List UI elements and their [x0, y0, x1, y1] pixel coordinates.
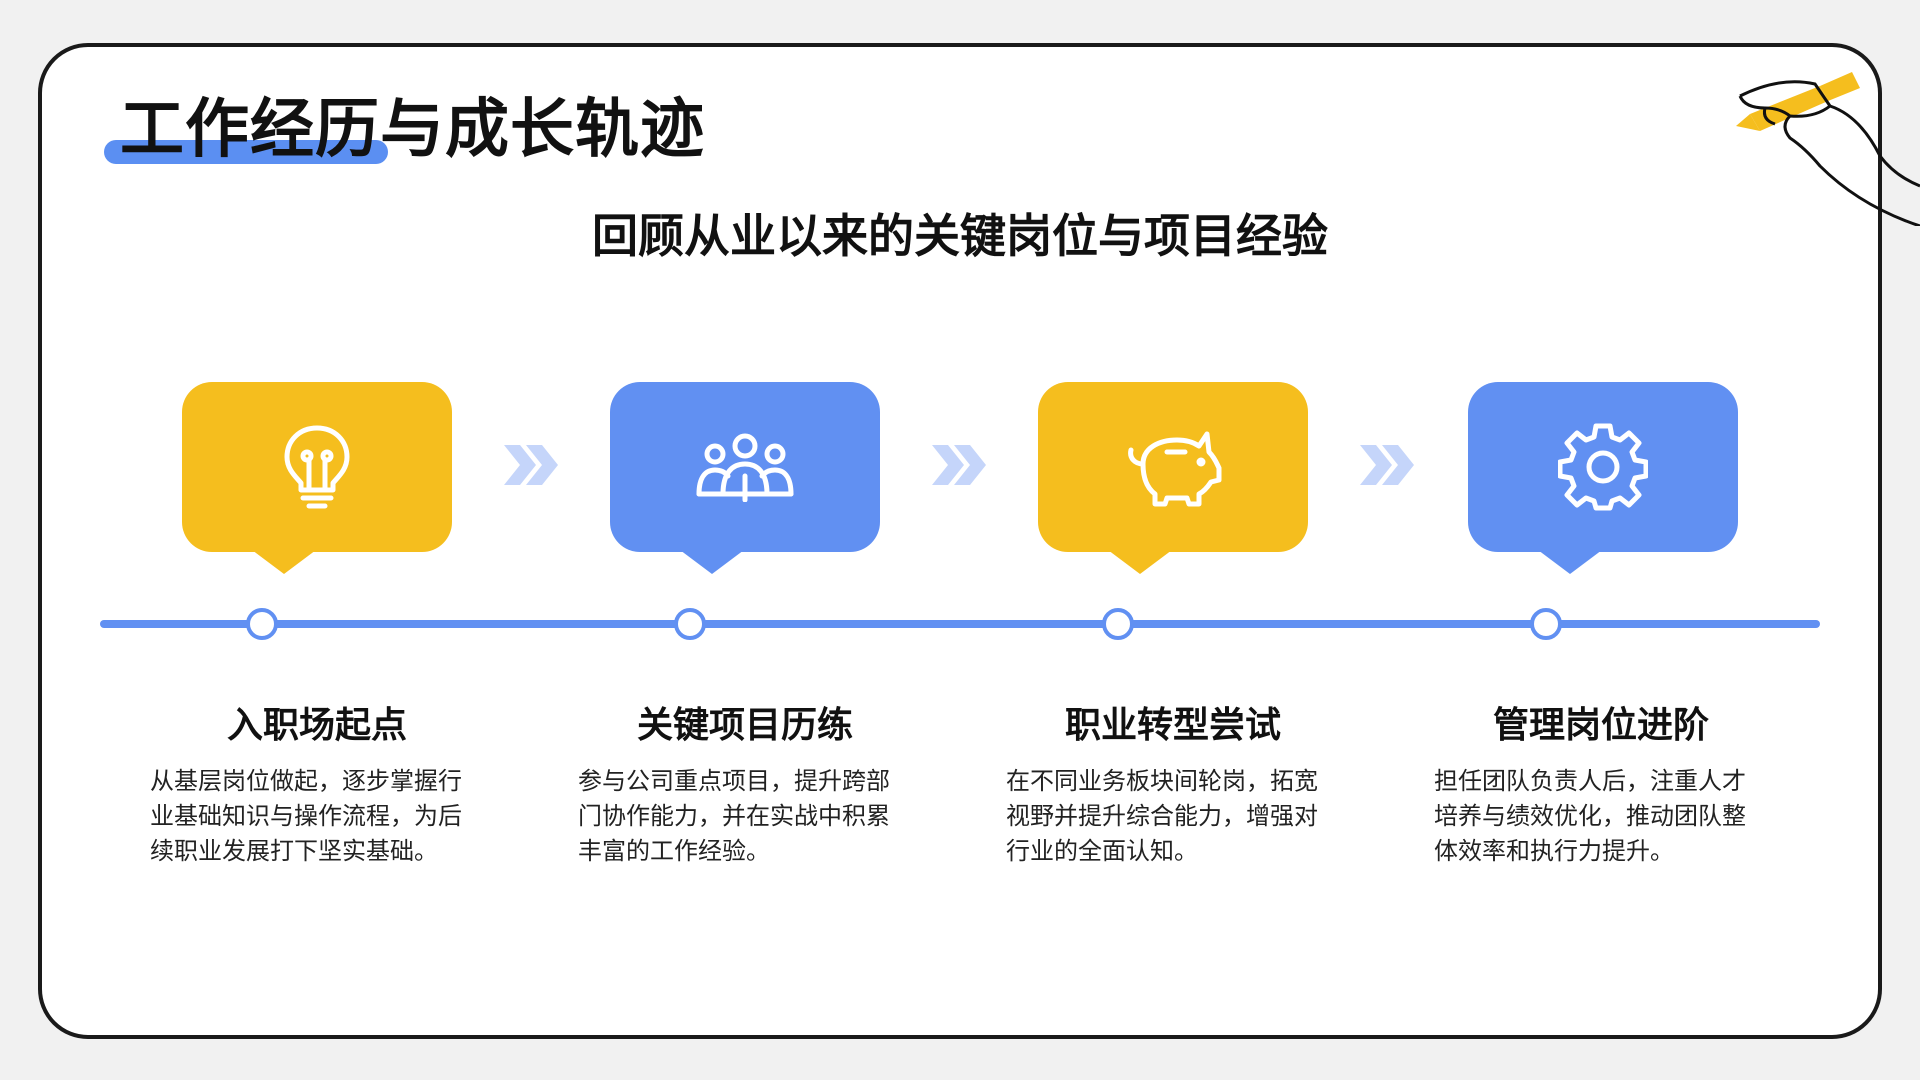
step-2-icon-card: [610, 382, 880, 574]
chevron-right-icon: [930, 445, 988, 489]
step-4-desc: 担任团队负责人后，注重人才培养与绩效优化，推动团队整体效率和执行力提升。: [1434, 767, 1746, 865]
team-icon: [696, 433, 794, 502]
step-1-desc: 从基层岗位做起，逐步掌握行业基础知识与操作流程，为后续职业发展打下坚实基础。: [150, 767, 462, 865]
lightbulb-icon: [284, 425, 350, 509]
timeline-line: [100, 620, 1820, 628]
gear-icon: [1558, 423, 1648, 511]
timeline-dot-1: [246, 608, 278, 640]
piggy-bank-icon: [1128, 431, 1222, 507]
timeline-dot-4: [1530, 608, 1562, 640]
step-1-icon-card: [182, 382, 452, 574]
timeline-dot-3: [1102, 608, 1134, 640]
timeline-dot-2: [674, 608, 706, 640]
step-2-desc: 参与公司重点项目，提升跨部门协作能力，并在实战中积累丰富的工作经验。: [578, 767, 890, 865]
title-block: 工作经历与成长轨迹: [104, 78, 704, 168]
chevron-right-icon: [502, 445, 560, 489]
step-3-title: 职业转型尝试: [1064, 705, 1281, 746]
step-4-title: 管理岗位进阶: [1492, 705, 1709, 746]
page-subtitle: 回顾从业以来的关键岗位与项目经验: [592, 209, 1328, 263]
title-underline: [104, 140, 388, 164]
step-3-desc: 在不同业务板块间轮岗，拓宽视野并提升综合能力，增强对行业的全面认知。: [1006, 767, 1318, 865]
page-title: 工作经历与成长轨迹: [120, 93, 705, 167]
hand-pencil-icon: [1736, 72, 1920, 226]
step-4-icon-card: [1468, 382, 1738, 574]
chevron-right-icon: [1358, 445, 1416, 489]
step-1-title: 入职场起点: [226, 705, 407, 746]
step-2-title: 关键项目历练: [636, 705, 853, 746]
step-3-icon-card: [1038, 382, 1308, 574]
